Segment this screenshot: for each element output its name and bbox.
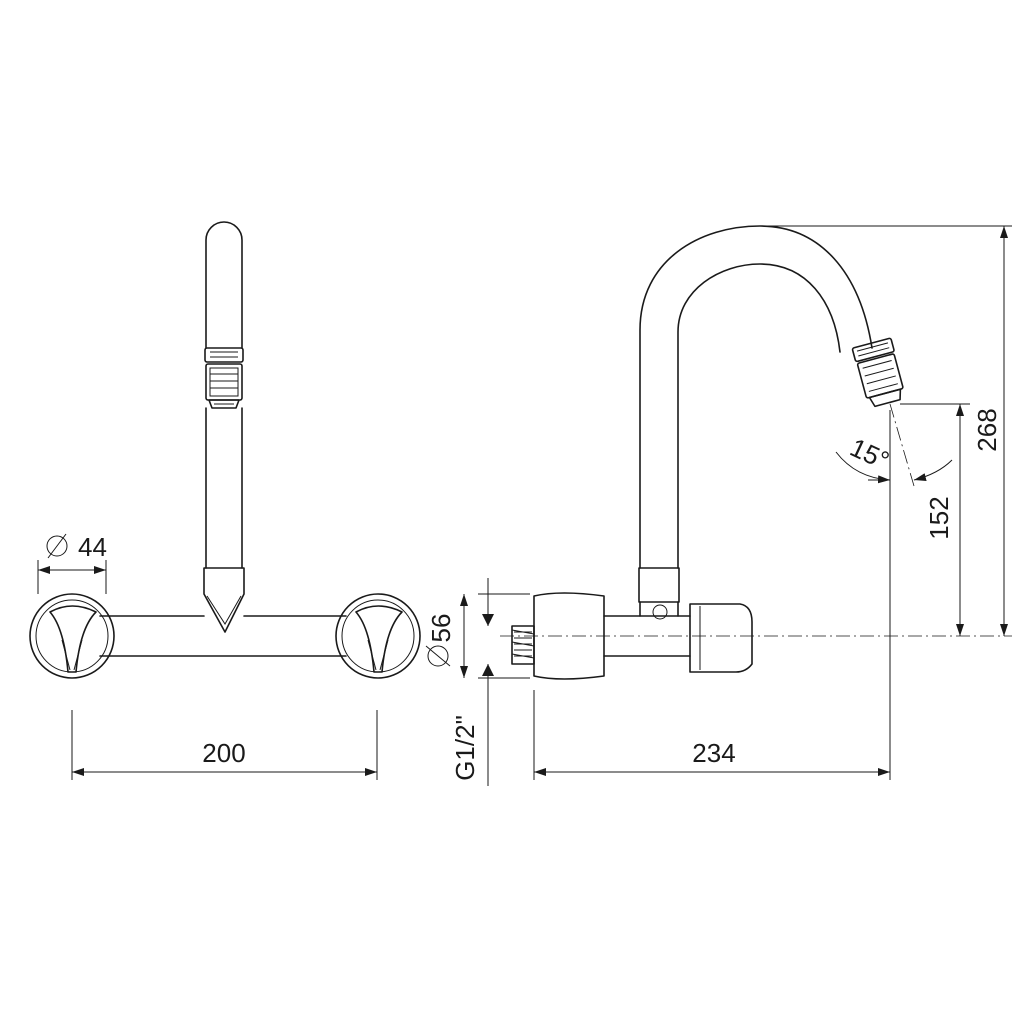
dim-knob-diameter: 44	[37, 532, 107, 594]
side-handle	[689, 603, 753, 673]
spout-collar	[203, 567, 245, 633]
front-spout	[204, 221, 244, 569]
front-body	[99, 615, 347, 657]
side-aerator	[851, 337, 904, 408]
side-view: 56 G1/2" 234 15° 152	[425, 225, 1012, 786]
side-body-pipe	[603, 601, 691, 657]
wall-flange	[533, 592, 605, 680]
dim-total-height: 268	[764, 225, 1012, 636]
left-handle-knob	[29, 593, 115, 679]
dim-spray-angle: 15°	[835, 403, 953, 487]
right-handle-knob	[335, 593, 421, 679]
dim-projection: 234	[533, 410, 891, 780]
dim-label-268: 268	[972, 408, 1002, 451]
dim-label-234: 234	[692, 738, 735, 768]
dim-label-thread: G1/2"	[450, 715, 480, 781]
dim-label-152: 152	[924, 496, 954, 539]
front-view: 44 200	[29, 221, 421, 780]
dim-label-200: 200	[202, 738, 245, 768]
dim-label-44: 44	[78, 532, 107, 562]
thread-connector	[511, 625, 535, 665]
dim-body-diameter: 56	[425, 593, 530, 679]
side-spout-collar	[638, 567, 680, 603]
diameter-icon	[46, 535, 68, 557]
diameter-icon-2	[427, 645, 449, 667]
dim-spacing: 200	[71, 710, 378, 780]
dim-outlet-height: 152	[900, 403, 970, 636]
gooseneck-spout	[639, 225, 873, 569]
dim-thread: G1/2"	[450, 578, 494, 786]
dim-label-56: 56	[426, 614, 456, 643]
dim-label-angle: 15°	[846, 432, 894, 476]
aerator-tip	[208, 399, 240, 409]
